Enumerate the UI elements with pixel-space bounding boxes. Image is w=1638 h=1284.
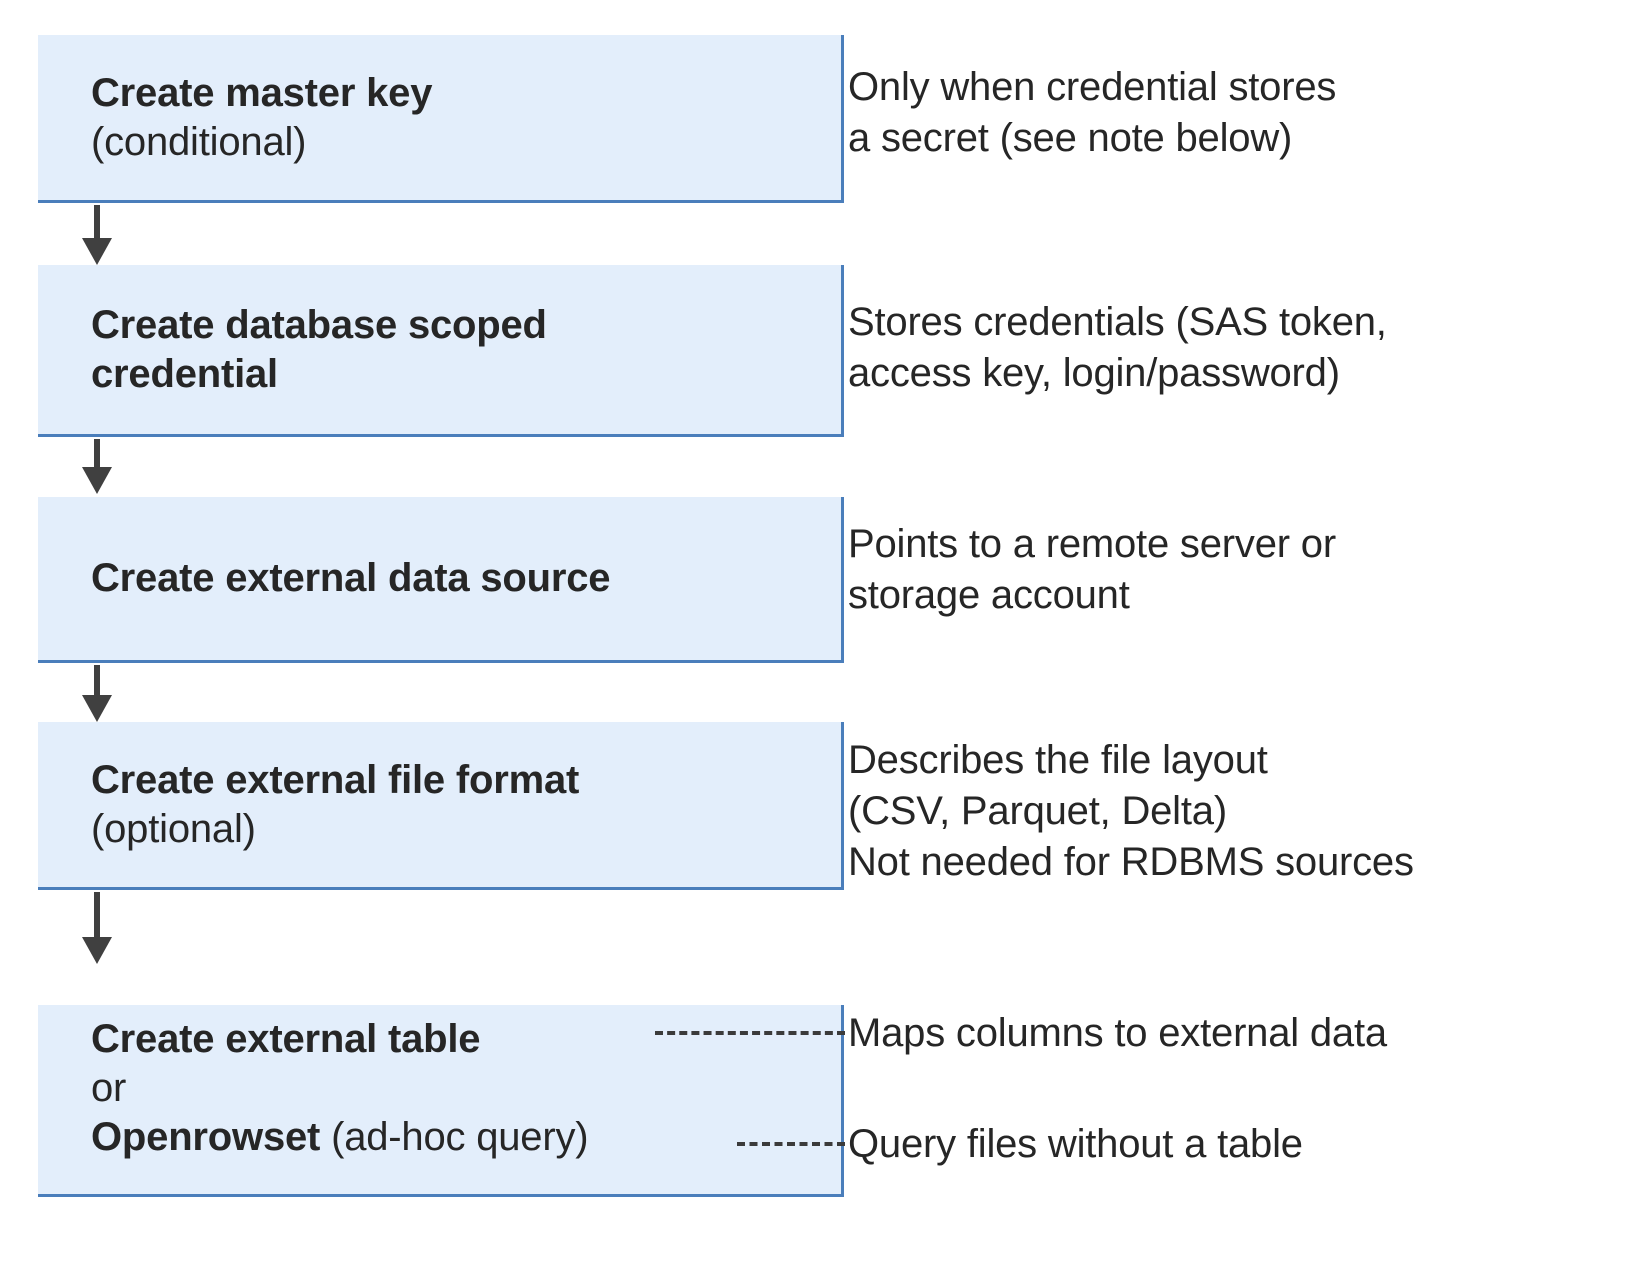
arrow-3-shaft <box>94 665 100 698</box>
arrow-4-shaft <box>94 892 100 940</box>
step-box-create-master-key: Create master key (conditional) <box>38 35 844 203</box>
step-box-2-content: Create database scoped credential <box>38 301 841 399</box>
step-5-or-separator: or <box>91 1065 127 1110</box>
description-4-line-3: Not needed for RDBMS sources <box>848 840 1414 885</box>
dashed-connector-external-table <box>655 1031 845 1035</box>
step-description-5-openrowset: Query files without a table <box>848 1119 1628 1170</box>
description-1-line-2: a secret (see note below) <box>848 116 1293 161</box>
step-title-5-create-external-table: Create external table <box>91 1017 481 1061</box>
description-1-line-1: Only when credential stores <box>848 65 1337 109</box>
arrow-2-shaft <box>94 439 100 470</box>
step-title-4: Create external file format <box>91 757 580 802</box>
step-description-2: Stores credentials (SAS token, access ke… <box>848 297 1628 399</box>
step-5-openrowset-qualifier: (ad-hoc query) <box>320 1114 589 1159</box>
arrow-3-head <box>82 695 112 722</box>
arrow-connector-3 <box>82 665 112 725</box>
step-description-4: Describes the file layout (CSV, Parquet,… <box>848 735 1628 889</box>
description-3-line-2: storage account <box>848 573 1130 618</box>
description-5-line-2: Query files without a table <box>848 1122 1303 1166</box>
step-title-3: Create external data source <box>91 556 611 601</box>
arrow-connector-1 <box>82 205 112 265</box>
step-description-1: Only when credential stores a secret (se… <box>848 62 1628 164</box>
arrow-1-head <box>82 238 112 265</box>
description-4-line-2: (CSV, Parquet, Delta) <box>848 789 1227 834</box>
step-title-2-line-2: credential <box>91 351 278 396</box>
step-5-openrowset-line: Openrowset (ad-hoc query) <box>91 1113 827 1162</box>
description-2-line-2: access key, login/password) <box>848 351 1340 396</box>
step-box-5-content: Create external table or Openrowset (ad-… <box>38 1005 841 1161</box>
step-box-create-external-data-source: Create external data source <box>38 497 844 663</box>
step-subtitle-1: (conditional) <box>91 119 307 164</box>
step-subtitle-4: (optional) <box>91 806 256 851</box>
step-box-3-content: Create external data source <box>38 554 841 603</box>
step-title-1: Create master key <box>91 70 433 115</box>
step-box-4-content: Create external file format (optional) <box>38 756 841 854</box>
arrow-1-shaft <box>94 205 100 241</box>
step-title-5-openrowset: Openrowset <box>91 1114 321 1159</box>
description-2-line-1: Stores credentials (SAS token, <box>848 300 1387 344</box>
arrow-2-head <box>82 467 112 494</box>
description-3-line-1: Points to a remote server or <box>848 522 1336 566</box>
step-box-1-content: Create master key (conditional) <box>38 69 841 167</box>
dashed-connector-openrowset <box>737 1142 845 1146</box>
arrow-4-head <box>82 937 112 964</box>
step-title-2-line-1: Create database scoped <box>91 302 547 347</box>
step-box-create-database-scoped-credential: Create database scoped credential <box>38 265 844 437</box>
step-description-5-external-table: Maps columns to external data <box>848 1008 1628 1059</box>
arrow-connector-2 <box>82 439 112 499</box>
arrow-connector-4 <box>82 892 112 964</box>
step-box-create-external-table-or-openrowset: Create external table or Openrowset (ad-… <box>38 1005 844 1197</box>
description-4-line-1: Describes the file layout <box>848 738 1268 782</box>
step-box-create-external-file-format: Create external file format (optional) <box>38 722 844 890</box>
description-5-line-1: Maps columns to external data <box>848 1011 1387 1055</box>
step-description-3: Points to a remote server or storage acc… <box>848 519 1628 621</box>
